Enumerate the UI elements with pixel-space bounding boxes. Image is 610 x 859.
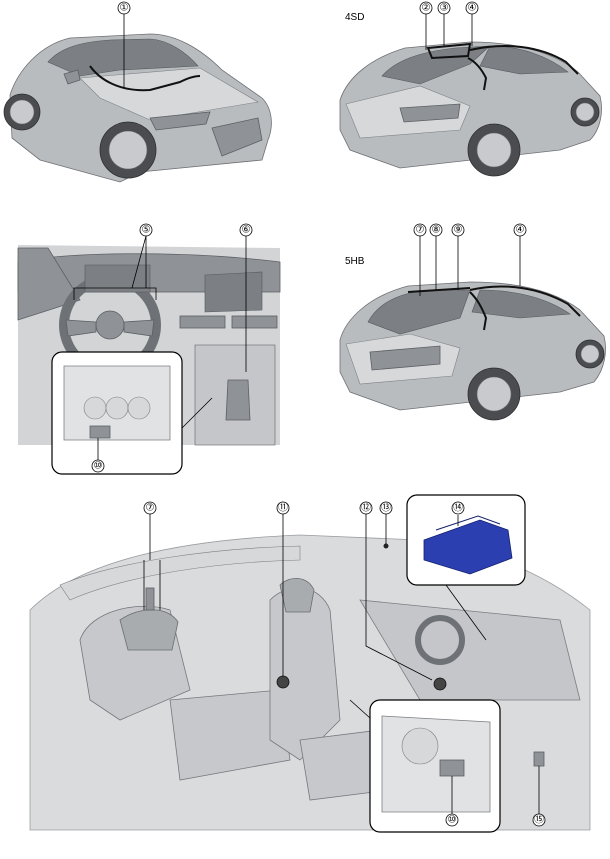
callout-15: ⑮ <box>534 814 544 826</box>
callout-9: ⑨ <box>454 225 463 236</box>
callout-10-dash: ⑩ <box>94 461 103 472</box>
callout-1: ① <box>120 3 129 14</box>
callout-14: ⑭ <box>453 502 463 514</box>
sedan-rear-view: 4SD ② ③ ④ <box>339 1 602 177</box>
variant-label-4sd: 4SD <box>345 12 364 23</box>
front-car-view: ① <box>3 1 272 183</box>
callout-4-hatch: ④ <box>516 225 525 236</box>
callout-10-interior: ⑩ <box>448 815 457 826</box>
interior-view: ⑦ ⑪ ⑫ ⑬ ⑭ ⑩ ⑮ <box>29 494 591 833</box>
callout-6: ⑥ <box>242 225 251 236</box>
callout-2: ② <box>422 3 431 14</box>
callout-11: ⑪ <box>278 502 288 514</box>
callout-4-sedan: ④ <box>468 3 477 14</box>
callout-7-interior: ⑦ <box>146 503 155 514</box>
callout-8: ⑧ <box>432 225 441 236</box>
dashboard-view: ⑤ ⑥ ⑩ <box>17 223 281 475</box>
callout-12: ⑫ <box>361 502 371 514</box>
variant-label-5hb: 5HB <box>345 256 365 267</box>
callout-13: ⑬ <box>381 502 391 514</box>
callout-7-hatch: ⑦ <box>416 225 425 236</box>
callout-5: ⑤ <box>142 225 151 236</box>
callout-3: ③ <box>440 3 449 14</box>
hatchback-rear-view: 5HB ⑦ ⑧ ⑨ ④ <box>339 223 606 421</box>
